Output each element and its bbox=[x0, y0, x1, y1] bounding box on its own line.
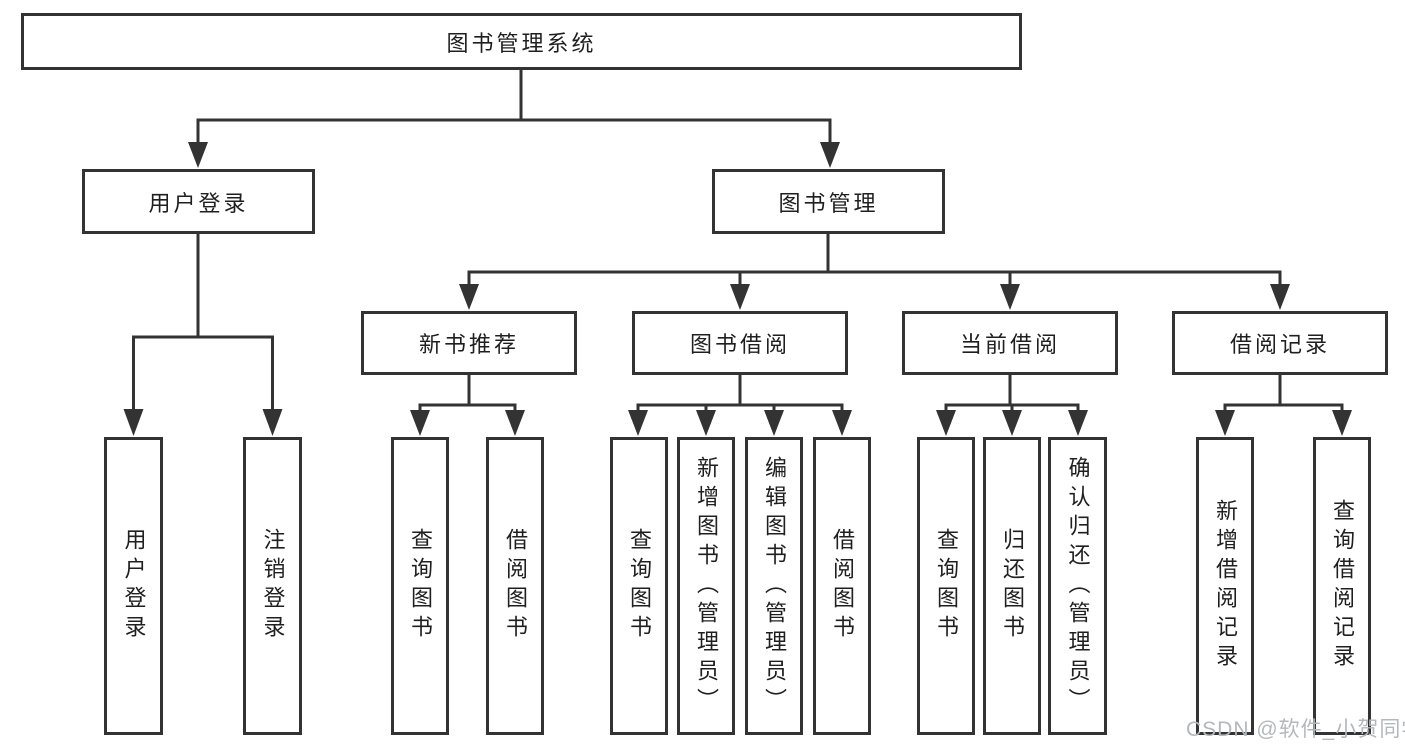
connector-current-borrowing-children bbox=[944, 373, 1080, 414]
leaf-add-borrow-record: 新增借阅记录 bbox=[1196, 437, 1254, 735]
leaf-query-books-current: 查询图书 bbox=[917, 437, 975, 735]
node-new-book-recommendation: 新书推荐 bbox=[361, 311, 577, 375]
leaf-query-books-borrowing: 查询图书 bbox=[610, 437, 668, 735]
connector-book-management-children bbox=[467, 232, 1282, 288]
connector-current-borrowing-arrowheads bbox=[936, 410, 1088, 436]
leaf-borrow-books-newbook: 借阅图书 bbox=[486, 437, 544, 735]
connector-root-arrowheads bbox=[188, 142, 840, 168]
node-root: 图书管理系统 bbox=[21, 13, 1022, 70]
connector-records-children bbox=[1223, 373, 1344, 414]
leaf-user-login: 用户登录 bbox=[104, 437, 163, 735]
node-book-management: 图书管理 bbox=[712, 169, 945, 234]
connector-book-borrowing-children bbox=[636, 373, 844, 414]
connector-new-book-children bbox=[418, 373, 517, 414]
connector-new-book-arrowheads bbox=[410, 410, 525, 436]
leaf-borrow-books-borrowing: 借阅图书 bbox=[813, 437, 871, 735]
leaf-edit-books-admin: 编辑图书（管理员） bbox=[745, 437, 803, 735]
node-book-borrowing: 图书借阅 bbox=[632, 311, 848, 375]
leaf-add-books-admin: 新增图书（管理员） bbox=[677, 437, 735, 735]
leaf-query-borrow-record: 查询借阅记录 bbox=[1313, 437, 1371, 735]
watermark: CSDN @软件_小贺同学 bbox=[1186, 718, 1405, 741]
connector-user-login-arrowheads bbox=[123, 409, 283, 436]
connector-user-login-children bbox=[132, 232, 274, 413]
connector-book-management-arrowheads bbox=[459, 284, 1290, 310]
node-user-login: 用户登录 bbox=[82, 169, 315, 234]
connector-root-to-level2 bbox=[196, 68, 832, 146]
leaf-logout: 注销登录 bbox=[243, 437, 302, 735]
leaf-confirm-return-admin: 确认归还（管理员） bbox=[1048, 437, 1107, 735]
connector-records-arrowheads bbox=[1215, 410, 1352, 436]
connector-book-borrowing-arrowheads bbox=[628, 410, 852, 436]
leaf-return-books: 归还图书 bbox=[983, 437, 1041, 735]
node-borrowing-records: 借阅记录 bbox=[1172, 311, 1388, 375]
node-current-borrowing: 当前借阅 bbox=[902, 311, 1118, 375]
leaf-query-books-newbook: 查询图书 bbox=[391, 437, 449, 735]
